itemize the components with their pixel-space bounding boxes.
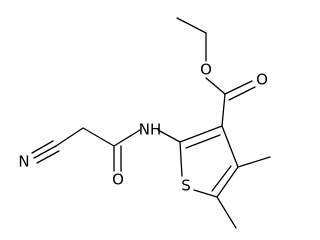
- bond-amide-c-ch2: [82, 127, 115, 147]
- bond-c2-c3-inner: [185, 134, 221, 149]
- sulfur-label: S: [181, 177, 191, 195]
- bond-nitrile-triple-3: [36, 150, 60, 164]
- bond-c4-c5: [216, 166, 239, 198]
- nh-label: NH: [139, 121, 162, 139]
- bond-c3-ester-c: [221, 93, 226, 127]
- bond-c3-c4: [221, 125, 239, 168]
- bond-ch3-ch2: [176, 17, 207, 34]
- nitrogen-nitrile-label: N: [18, 153, 29, 171]
- structure-diagram: O O NH S O N: [18, 17, 271, 229]
- bond-c2-nh: [157, 129, 181, 143]
- oxygen-ether-label: O: [200, 61, 212, 79]
- bond-c2-c3: [179, 125, 223, 143]
- bond-nitrile-triple-1: [33, 145, 57, 159]
- atom-labels: O O NH S O N: [18, 61, 268, 195]
- bond-c4-c5-inner: [211, 165, 232, 192]
- bond-nitrile-triple-2: [31, 140, 54, 154]
- bond-o-ether-carbonyl-c: [205, 77, 226, 95]
- bond-c5-s: [193, 189, 218, 198]
- bond-c5-methyl: [216, 196, 237, 229]
- bond-carbonyl-c-o-2: [228, 86, 256, 101]
- bond-c4-methyl: [237, 156, 271, 168]
- bond-nh-amide-c: [113, 129, 141, 147]
- bonds: [31, 17, 271, 229]
- oxygen-carbonyl-label: O: [256, 71, 268, 89]
- bond-ch2-nitrile-c: [55, 127, 84, 147]
- oxygen-amide-label: O: [112, 171, 124, 189]
- bond-s-c2: [179, 141, 183, 177]
- bond-carbonyl-c-o-1: [224, 80, 253, 95]
